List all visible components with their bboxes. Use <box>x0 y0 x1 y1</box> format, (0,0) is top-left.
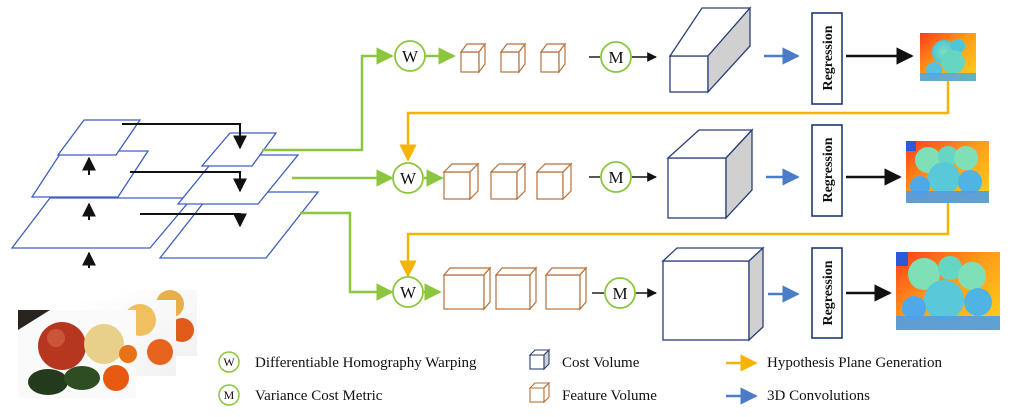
feature-volume-cube <box>459 42 487 74</box>
svg-text:3D Convolutions: 3D Convolutions <box>767 388 870 404</box>
warp-path-top <box>262 47 394 152</box>
legend-item-hypothesis: Hypothesis Plane Generation <box>726 354 942 372</box>
feature-volume-cube <box>535 162 573 201</box>
svg-text:Cost Volume: Cost Volume <box>562 355 640 371</box>
cost-volume-icon <box>528 348 551 371</box>
legend-item-conv3d: 3D Convolutions <box>726 387 870 405</box>
hypothesis-path-2 <box>399 203 950 278</box>
regression-box: Regression <box>811 124 843 217</box>
svg-text:Differentiable Homography Warp: Differentiable Homography Warping <box>255 355 477 371</box>
variance-operator: M <box>604 277 636 309</box>
svg-text:M: M <box>608 168 623 187</box>
feature-volume-cube <box>539 42 567 74</box>
source-feature-pyramid <box>158 132 320 259</box>
ref-plane-small <box>56 119 142 156</box>
feature-volume-cube <box>442 266 492 311</box>
svg-text:M: M <box>608 48 623 67</box>
stage-row-2: W M Regres <box>392 124 989 220</box>
warp-operator: W <box>392 162 424 194</box>
legend-item-warping: W Differentiable Homography Warping <box>218 351 477 373</box>
regression-box: Regression <box>811 247 843 339</box>
svg-text:Variance Cost Metric: Variance Cost Metric <box>255 388 383 404</box>
legend-item-feature-volume: Feature Volume <box>528 381 657 404</box>
legend-item-cost-volume: Cost Volume <box>528 348 640 371</box>
svg-text:Regression: Regression <box>821 25 836 90</box>
regression-box: Regression <box>811 12 843 105</box>
svg-text:W: W <box>223 355 235 369</box>
svg-text:W: W <box>400 283 417 302</box>
feature-volume-cube <box>544 266 588 311</box>
reference-image <box>18 310 137 398</box>
cost-volume-box <box>666 128 754 220</box>
correspondence-arrow <box>140 213 247 228</box>
legend: W Differentiable Homography Warping M Va… <box>218 348 942 406</box>
ref-plane-large <box>10 197 194 249</box>
warp-operator: W <box>392 276 424 308</box>
warp-symbol-icon <box>218 351 240 373</box>
variance-operator: M <box>600 41 632 73</box>
depth-map-3 <box>896 252 1000 330</box>
svg-text:Hypothesis Plane Generation: Hypothesis Plane Generation <box>767 355 942 371</box>
warp-operator: W <box>394 40 426 72</box>
variance-operator: M <box>600 161 632 193</box>
svg-text:Regression: Regression <box>821 137 836 202</box>
warp-path-bottom <box>300 211 394 301</box>
feature-volume-icon <box>528 381 551 404</box>
input-images <box>18 290 197 398</box>
warp-correspondence-arrows <box>122 123 247 228</box>
cost-volume-box <box>661 246 765 342</box>
svg-text:M: M <box>612 284 627 303</box>
svg-text:Regression: Regression <box>821 260 836 325</box>
hypothesis-paths <box>399 81 950 278</box>
feature-volume-cube <box>499 42 527 74</box>
feature-volume-cube <box>442 162 480 201</box>
svg-text:Feature Volume: Feature Volume <box>562 388 657 404</box>
svg-text:M: M <box>224 388 235 402</box>
depth-map-1 <box>920 33 976 81</box>
reference-feature-pyramid <box>10 119 194 268</box>
correspondence-arrow <box>130 171 247 193</box>
metric-symbol-icon <box>218 384 240 406</box>
svg-text:W: W <box>402 47 419 66</box>
warp-paths <box>262 47 394 301</box>
feature-volume-cube <box>494 266 538 311</box>
src-plane-small <box>200 132 278 167</box>
svg-text:W: W <box>400 169 417 188</box>
hypothesis-path-1 <box>399 81 950 162</box>
legend-item-variance: M Variance Cost Metric <box>218 384 383 406</box>
feature-volume-cube <box>489 162 527 201</box>
correspondence-arrow <box>122 123 247 150</box>
stage-row-1: W M Regres <box>394 6 976 105</box>
depth-map-2 <box>906 141 989 203</box>
stage-row-3: W M Regres <box>392 246 1000 342</box>
cost-volume-box <box>668 6 752 94</box>
